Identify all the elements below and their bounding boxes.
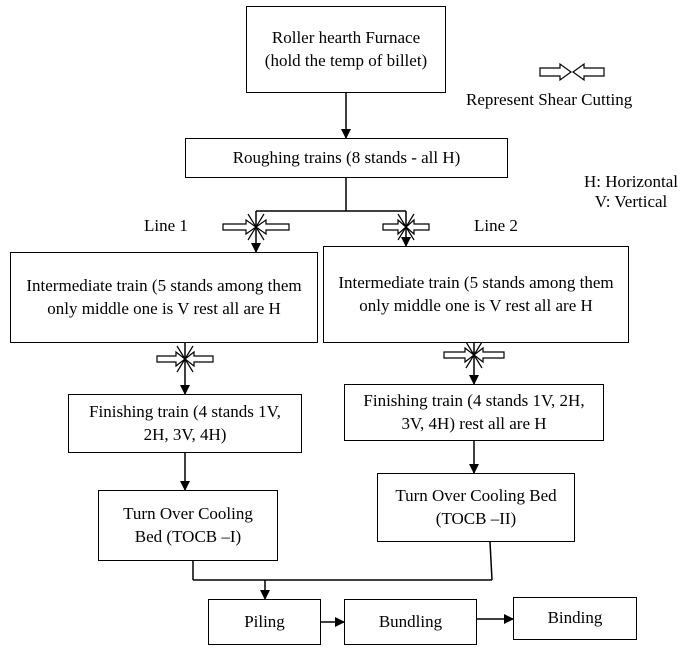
binding-box: Binding (513, 597, 637, 640)
shear-cut-icon (443, 341, 505, 369)
finishing-train-box-1: Finishing train (4 stands 1V, 2H, 3V, 4H… (68, 394, 302, 453)
legend-horizontal: H: Horizontal (584, 172, 678, 191)
finishing-train-box-2: Finishing train (4 stands 1V, 2H, 3V, 4H… (344, 384, 604, 441)
hv-legend: H: Horizontal V: Vertical (572, 172, 690, 212)
intermediate-train-box-2: Intermediate train (5 stands among them … (323, 246, 629, 343)
line-1-label: Line 1 (144, 216, 188, 235)
roughing-box: Roughing trains (8 stands - all H) (185, 138, 508, 178)
piling-box: Piling (208, 599, 321, 645)
shear-legend-text: Represent Shear Cutting (466, 90, 633, 109)
bundling-box: Bundling (344, 599, 477, 645)
connector-tocb-2-down (489, 541, 493, 581)
tocb-box-1: Turn Over Cooling Bed (TOCB –I) (98, 490, 278, 561)
tocb-box-2: Turn Over Cooling Bed (TOCB –II) (377, 473, 575, 542)
shear-cut-icon (156, 345, 214, 373)
furnace-box: Roller hearth Furnace (hold the temp of … (246, 6, 446, 93)
shear-cut-icon (222, 213, 290, 241)
line-2-label: Line 2 (474, 216, 518, 235)
shear-cut-icon (382, 213, 430, 241)
legend-vertical: V: Vertical (594, 192, 668, 211)
shear-legend-icon (539, 62, 605, 82)
intermediate-train-box-1: Intermediate train (5 stands among them … (10, 252, 318, 343)
